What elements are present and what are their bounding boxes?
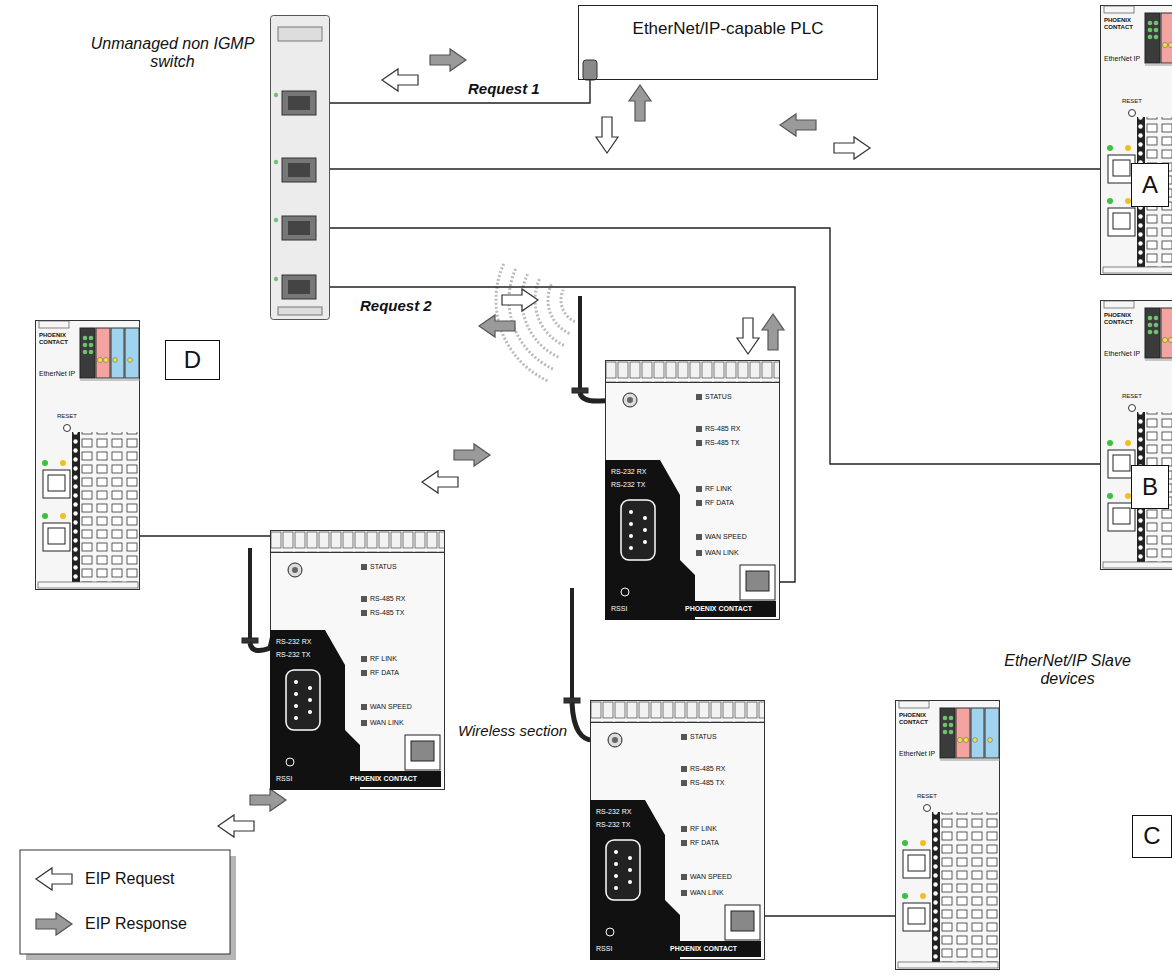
panel-marking: RF LINK: [705, 485, 732, 493]
switch-caption: Unmanaged non IGMP switch: [85, 35, 260, 70]
panel-marking: RS-485 TX: [690, 779, 725, 787]
panel-marking: RS-485 RX: [690, 765, 725, 773]
panel-marking: RS-232 RX: [596, 808, 631, 816]
panel-marking: PHOENIX CONTACT: [899, 712, 939, 725]
panel-marking: PHOENIX CONTACT: [1104, 17, 1144, 30]
panel-marking: PHOENIX CONTACT: [685, 605, 752, 613]
io-device: PHOENIX CONTACT EtherNet IP RESET A: [1100, 5, 1172, 275]
legend-entry: EIP Response: [85, 915, 187, 933]
panel-marking: RS-232 RX: [276, 638, 311, 646]
device-letter-box: D: [165, 340, 220, 380]
panel-marking: STATUS: [705, 393, 732, 401]
panel-marking: RS-485 RX: [370, 595, 405, 603]
panel-marking: RESET: [57, 413, 77, 420]
panel-marking: WAN SPEED: [705, 533, 747, 541]
network-cable: [330, 228, 1100, 464]
panel-marking: WAN LINK: [705, 549, 739, 557]
device-letter-box: B: [1131, 465, 1169, 509]
legend-entry: EIP Request: [85, 870, 175, 888]
panel-marking: WAN LINK: [370, 719, 404, 727]
switch-unit-drawing: [270, 15, 330, 320]
io-device-drawing: [895, 700, 1000, 970]
panel-marking: PHOENIX CONTACT: [670, 945, 737, 953]
device-letter-box: A: [1131, 163, 1169, 207]
network-cable: [140, 535, 270, 536]
device-letter-box: C: [1132, 815, 1172, 858]
io-device-drawing: [35, 320, 140, 590]
section-label: Wireless section: [458, 722, 567, 739]
panel-marking: RS-485 TX: [370, 609, 405, 617]
radio-module-drawing: [590, 700, 765, 960]
io-device-drawing: [1100, 300, 1172, 570]
panel-marking: STATUS: [370, 563, 397, 571]
panel-marking: RESET: [1122, 393, 1142, 400]
radio-module-drawing: [605, 360, 780, 620]
device-letter: D: [184, 347, 201, 373]
panel-marking: RESET: [917, 793, 937, 800]
panel-marking: WAN LINK: [690, 889, 724, 897]
panel-marking: RS-232 RX: [611, 468, 646, 476]
panel-marking: RF LINK: [370, 655, 397, 663]
panel-marking: EtherNet IP: [39, 370, 75, 378]
network-cable: [330, 168, 1100, 169]
radio-module: STATUS RS-485 RX RS-485 TX RS-232 RX RS-232 …: [270, 530, 445, 790]
panel-marking: RS-232 TX: [596, 821, 631, 829]
network-cable: [765, 915, 895, 916]
panel-marking: RSSI: [596, 945, 612, 953]
radio-module-drawing: [270, 530, 445, 790]
request-label: Request 2: [360, 297, 432, 314]
switch-unit: Unmanaged non IGMP switch: [270, 15, 330, 320]
io-device: PHOENIX CONTACTEtherNet IPRESETD: [35, 320, 140, 590]
panel-marking: PHOENIX CONTACT: [39, 332, 79, 345]
panel-marking: PHOENIX CONTACT: [1104, 312, 1144, 325]
panel-marking: RS-232 TX: [276, 651, 311, 659]
radio-module: STATUS RS-485 RX RS-485 TX RS-232 RX RS-232 …: [590, 700, 765, 960]
device-letter: A: [1142, 172, 1158, 198]
plc-name: EtherNet/IP-capable PLC: [633, 20, 824, 39]
section-label: EtherNet/IP Slave devices: [985, 652, 1150, 689]
panel-marking: RS-485 RX: [705, 425, 740, 433]
device-letter: B: [1142, 474, 1158, 500]
panel-marking: RS-232 TX: [611, 481, 646, 489]
radio-module: STATUS RS-485 RX RS-485 TX RS-232 RX RS-232 …: [605, 360, 780, 620]
network-cable: [330, 80, 590, 103]
panel-marking: RF DATA: [690, 839, 719, 847]
panel-marking: RSSI: [611, 605, 627, 613]
panel-marking: WAN SPEED: [690, 873, 732, 881]
panel-marking: EtherNet IP: [1104, 55, 1140, 63]
io-device: PHOENIX CONTACTEtherNet IPRESETC: [895, 700, 1000, 970]
panel-marking: RF DATA: [370, 669, 399, 677]
legend-box: [20, 850, 236, 960]
device-letter: C: [1143, 823, 1160, 849]
panel-marking: WAN SPEED: [370, 703, 412, 711]
panel-marking: EtherNet IP: [1104, 350, 1140, 358]
plc-port: [583, 60, 597, 80]
request-label: Request 1: [468, 80, 540, 97]
panel-marking: RF DATA: [705, 499, 734, 507]
panel-marking: PHOENIX CONTACT: [350, 775, 417, 783]
io-device: PHOENIX CONTACT EtherNet IP RESET B: [1100, 300, 1172, 570]
io-device-drawing: [1100, 5, 1172, 275]
panel-marking: RF LINK: [690, 825, 717, 833]
panel-marking: EtherNet IP: [899, 750, 935, 758]
plc-box: EtherNet/IP-capable PLC: [578, 5, 878, 80]
panel-marking: RS-485 TX: [705, 439, 740, 447]
panel-marking: STATUS: [690, 733, 717, 741]
panel-marking: RSSI: [276, 775, 292, 783]
panel-marking: RESET: [1122, 98, 1142, 105]
